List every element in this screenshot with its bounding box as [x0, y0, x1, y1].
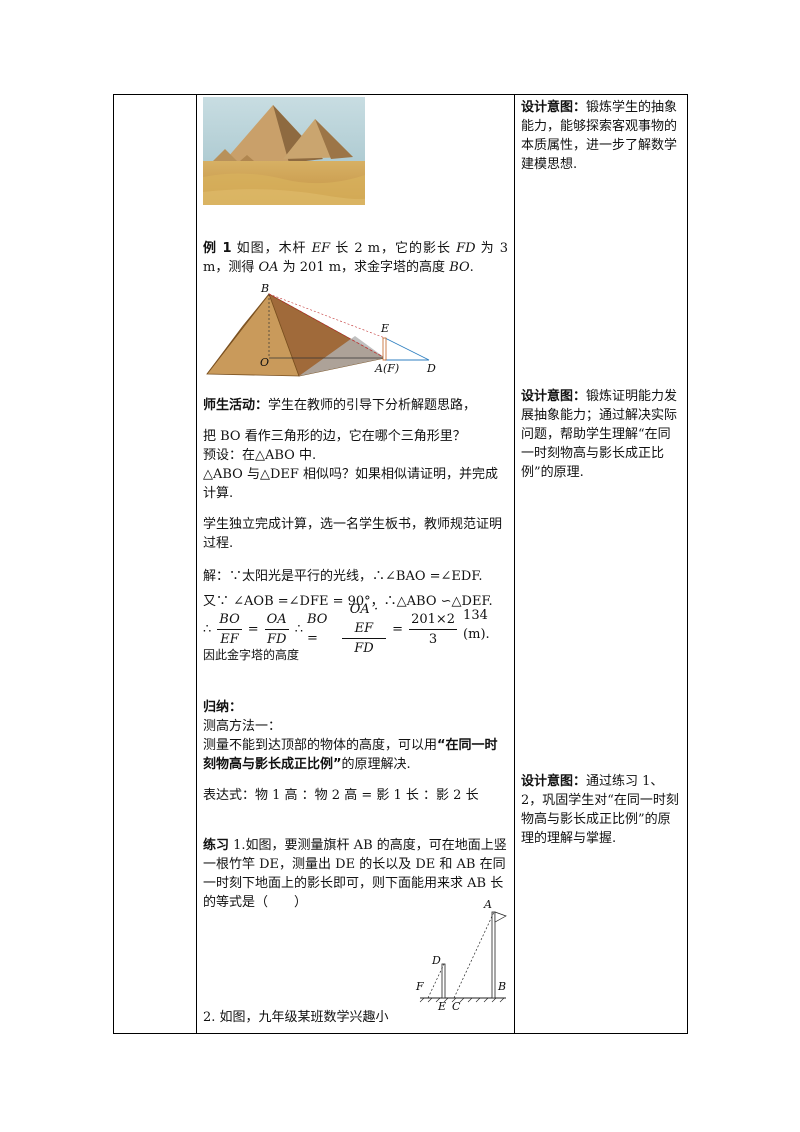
example-1-text: 例 1 如图，木杆 EF 长 2 m，它的影长 FD 为 3 m，测得 OA 为…	[203, 241, 508, 275]
label-C: C	[452, 1000, 461, 1013]
flagpole-diagram: A D F E C B	[414, 898, 510, 1016]
label-O: O	[260, 356, 270, 369]
intent-label-3: 设计意图：	[521, 774, 587, 789]
label-E: E	[381, 322, 390, 335]
pyramids-photo	[203, 97, 365, 205]
design-intent-3: 设计意图：通过练习 1、2，巩固学生对“在同一时刻物高与影长成正比例”的原理的理…	[521, 774, 679, 846]
label-E2: E	[438, 1000, 447, 1013]
activity-section: 师生活动：学生在教师的引导下分析解题思路， 把 BO 看作三角形的边，它在哪个三…	[203, 398, 503, 609]
exercise-label: 练习	[203, 838, 230, 853]
activity-label: 师生活动：	[203, 398, 269, 413]
exercise-section: 练习 1.如图，要测量旗杆 AB 的高度，可在地面上竖一根竹竿 DE，测量出 D…	[203, 838, 507, 910]
label-D2: D	[432, 954, 441, 967]
design-intent-1: 设计意图：锻炼学生的抽象能力，能够探索客观事物的本质属性，进一步了解数学建模思想…	[521, 100, 678, 172]
column-divider-1	[196, 94, 197, 1034]
intent-label-2: 设计意图：	[521, 389, 587, 404]
design-intent-2: 设计意图：锻炼证明能力发展抽象能力；通过解决实际问题，帮助学生理解“在同一时刻物…	[521, 389, 678, 480]
column-divider-2	[514, 94, 515, 1034]
table-top-border	[113, 94, 688, 95]
summary-label: 归纳：	[203, 700, 243, 715]
question-2: 2. 如图，九年级某班数学兴趣小	[203, 1010, 389, 1025]
label-A: A	[484, 898, 492, 911]
pyramid-shadow-diagram: B O E A(F) D	[203, 282, 453, 382]
label-B: B	[261, 282, 270, 295]
table-bottom-border	[113, 1033, 688, 1034]
summary-section: 归纳： 测高方法一： 测量不能到达顶部的物体的高度，可以用“在同一时刻物高与影长…	[203, 698, 508, 805]
label-B2: B	[498, 980, 507, 993]
example-label: 例 1	[203, 241, 232, 256]
label-AF: A(F)	[375, 362, 400, 375]
intent-label-1: 设计意图：	[521, 100, 587, 115]
label-D: D	[427, 362, 436, 375]
label-F: F	[416, 980, 424, 993]
table-right-border	[687, 94, 688, 1034]
table-left-border	[113, 94, 114, 1034]
